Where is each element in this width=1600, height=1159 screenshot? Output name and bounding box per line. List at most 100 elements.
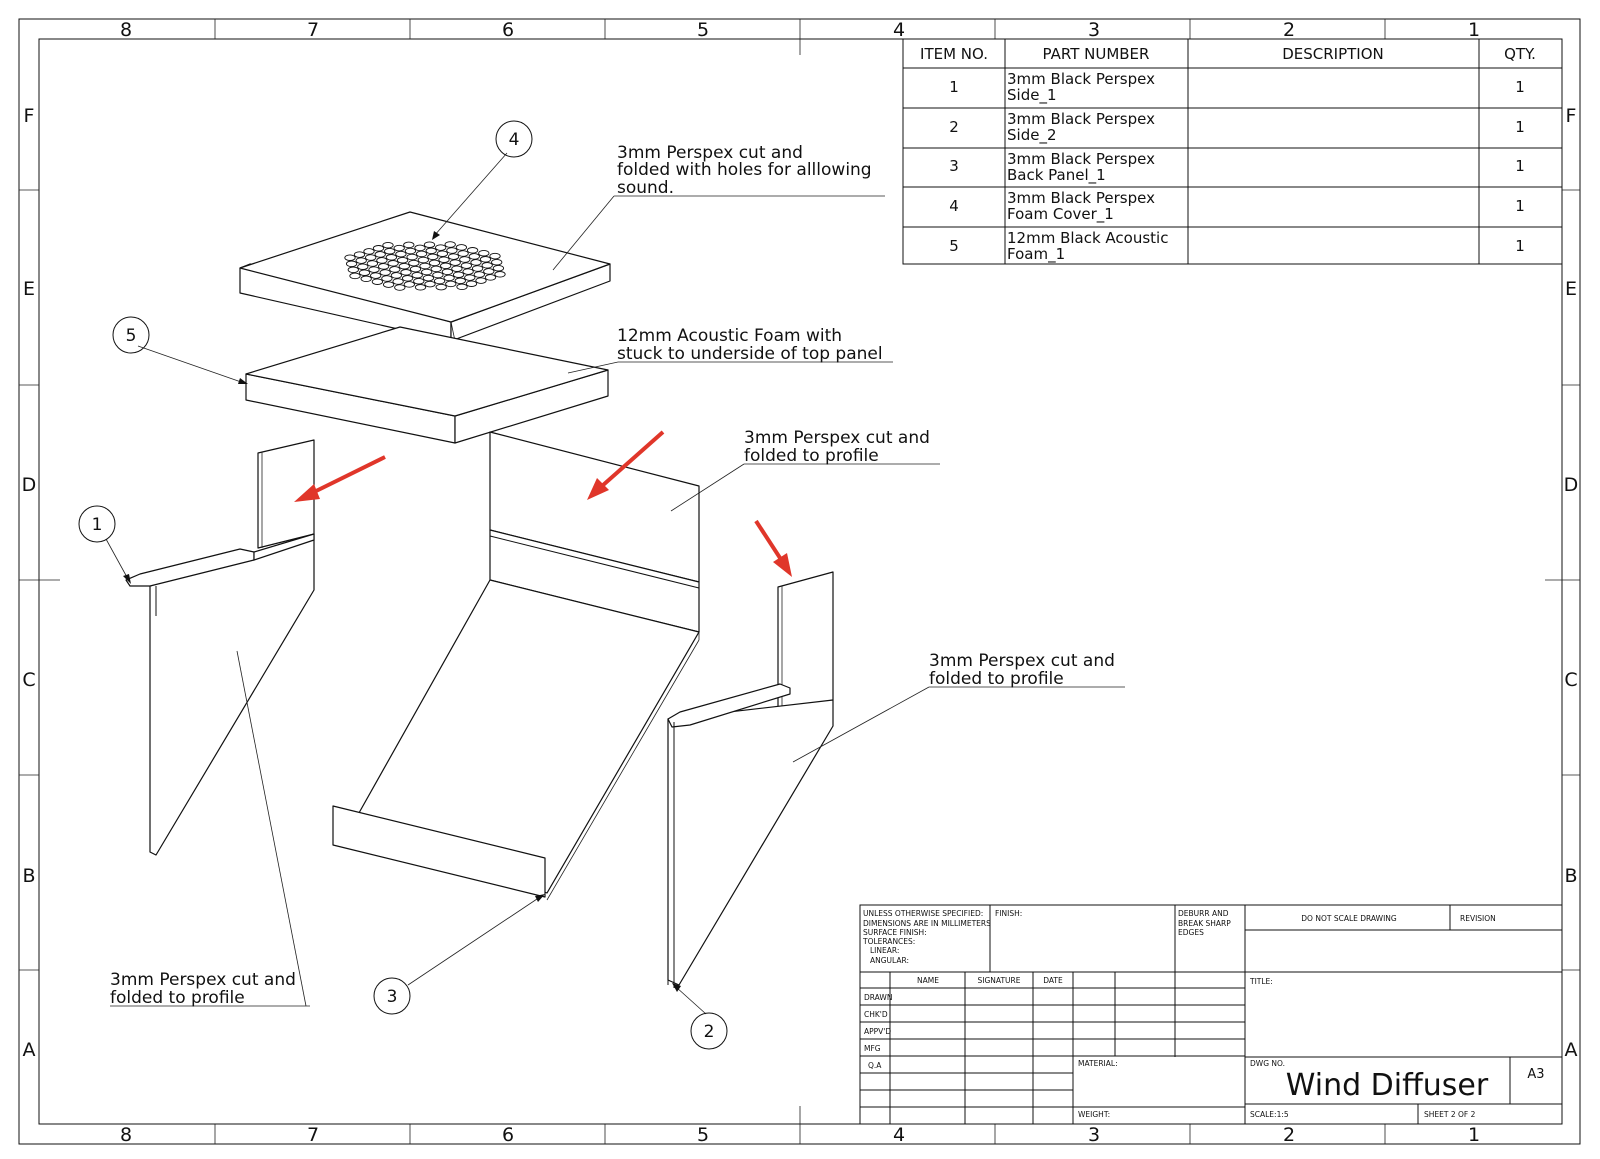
sound-hole [478, 249, 490, 257]
tb-material-label: MATERIAL: [1078, 1059, 1118, 1068]
tb-dwg-no-label: DWG NO. [1250, 1059, 1285, 1068]
balloon-2: 2 [690, 1012, 728, 1050]
zone-row-c-left: C [22, 669, 35, 691]
tb-revision-label: REVISION [1460, 914, 1496, 923]
tb-col-date: DATE [1043, 976, 1063, 985]
sound-hole [441, 268, 454, 276]
zone-col-7-top: 7 [307, 19, 319, 41]
tb-drawing-title: Wind Diffuser [1286, 1068, 1489, 1103]
sound-hole [377, 263, 390, 270]
sound-hole [384, 247, 396, 255]
bom-row-4-item: 4 [949, 197, 959, 215]
note-right-side-line-2: folded to profile [929, 669, 1064, 689]
balloon-4: 4 [495, 120, 533, 158]
sound-hole [419, 262, 431, 270]
sound-hole [413, 277, 425, 285]
sound-hole [491, 258, 503, 266]
sound-hole [455, 244, 468, 251]
zone-ticks [19, 19, 1580, 1144]
assembly-arrows [294, 430, 792, 577]
balloon-3-label: 3 [387, 987, 398, 1007]
balloon-1: 1 [78, 505, 116, 543]
sound-hole [470, 259, 482, 266]
bom-row-4-qty: 1 [1515, 197, 1525, 215]
sound-hole [471, 265, 484, 272]
sound-hole [446, 247, 458, 254]
zone-row-d-left: D [22, 474, 37, 496]
bom-header-description: DESCRIPTION [1282, 45, 1384, 63]
title-block: UNLESS OTHERWISE SPECIFIED: DIMENSIONS A… [859, 904, 1563, 1125]
note-left-side-line-1: 3mm Perspex cut and [110, 970, 296, 990]
bom-row-1-qty: 1 [1515, 78, 1525, 96]
note-foam-line-2: stuck to underside of top panel [617, 344, 883, 364]
sound-hole [414, 284, 427, 291]
note-back-panel-line-1: 3mm Perspex cut and [744, 428, 930, 448]
sound-hole [494, 271, 506, 278]
zone-col-4-bottom: 4 [893, 1124, 905, 1146]
note-right-side-line-1: 3mm Perspex cut and [929, 651, 1115, 671]
sound-hole [390, 272, 403, 279]
sound-hole [408, 259, 420, 267]
note-top-cover-line-1: 3mm Perspex cut and [617, 143, 803, 163]
bom-row-5-part-2: Foam_1 [1007, 245, 1065, 264]
bom-row-5-part: 12mm Black Acoustic [1007, 229, 1168, 247]
note-foam-line-1: 12mm Acoustic Foam with [617, 326, 842, 346]
sound-hole [358, 269, 371, 276]
sound-hole [415, 250, 428, 258]
sound-hole [403, 281, 415, 288]
zone-col-5-top: 5 [697, 19, 709, 41]
sound-hole [396, 256, 409, 264]
sound-hole [430, 265, 442, 273]
sound-hole [492, 264, 505, 272]
sound-hole [404, 247, 417, 255]
zone-row-c-right: C [1564, 669, 1577, 691]
sound-hole [462, 268, 474, 275]
sound-hole [454, 277, 466, 285]
zone-row-e-left: E [23, 278, 35, 300]
balloon-5: 5 [112, 316, 150, 354]
part-5-foam [245, 326, 609, 444]
tb-title-label: TITLE: [1249, 977, 1273, 986]
sound-hole [466, 247, 479, 254]
bom-row-3-qty: 1 [1515, 157, 1525, 175]
sound-hole [465, 280, 478, 287]
sound-hole [438, 256, 450, 263]
bom-row-2-part-2: Side_2 [1007, 126, 1056, 145]
sound-hole [406, 253, 418, 261]
sound-hole [433, 277, 446, 285]
zone-row-f-right: F [1566, 105, 1577, 127]
sound-hole [460, 262, 473, 269]
sound-hole [345, 260, 358, 268]
bom-row-2-part: 3mm Black Perspex [1007, 110, 1155, 128]
tb-weight-label: WEIGHT: [1078, 1110, 1110, 1119]
sound-hole [371, 278, 384, 285]
sound-hole [475, 277, 487, 284]
sound-hole [370, 272, 382, 279]
zone-col-8-top: 8 [120, 19, 132, 41]
sound-hole [368, 266, 380, 273]
sound-hole [366, 260, 379, 267]
sound-hole [395, 250, 407, 258]
note-left-side-line-2: folded to profile [110, 988, 245, 1008]
zone-col-2-bottom: 2 [1283, 1124, 1295, 1146]
sound-hole [432, 271, 444, 279]
sound-hole [423, 241, 436, 248]
bom-row-3-item: 3 [949, 157, 959, 175]
outer-border [18, 18, 1581, 1145]
tb-do-not-scale: DO NOT SCALE DRAWING [1301, 914, 1397, 923]
bom-header-item: ITEM NO. [920, 45, 988, 63]
note-top-cover-line-3: sound. [617, 178, 674, 198]
sound-hole [392, 278, 404, 285]
sound-hole [456, 283, 468, 291]
bom-table: ITEM NO. PART NUMBER DESCRIPTION QTY. 1 … [902, 38, 1563, 265]
balloon-4-label: 4 [509, 130, 520, 150]
sound-hole [481, 262, 493, 269]
part-2-right-side [667, 571, 834, 988]
bom-row-3-part-2: Back Panel_1 [1007, 166, 1106, 185]
sound-hole [360, 275, 372, 283]
zone-row-a-left: A [23, 1039, 36, 1061]
tb-col-signature: SIGNATURE [978, 976, 1021, 985]
sound-hole [464, 274, 476, 281]
sound-hole [436, 250, 449, 257]
